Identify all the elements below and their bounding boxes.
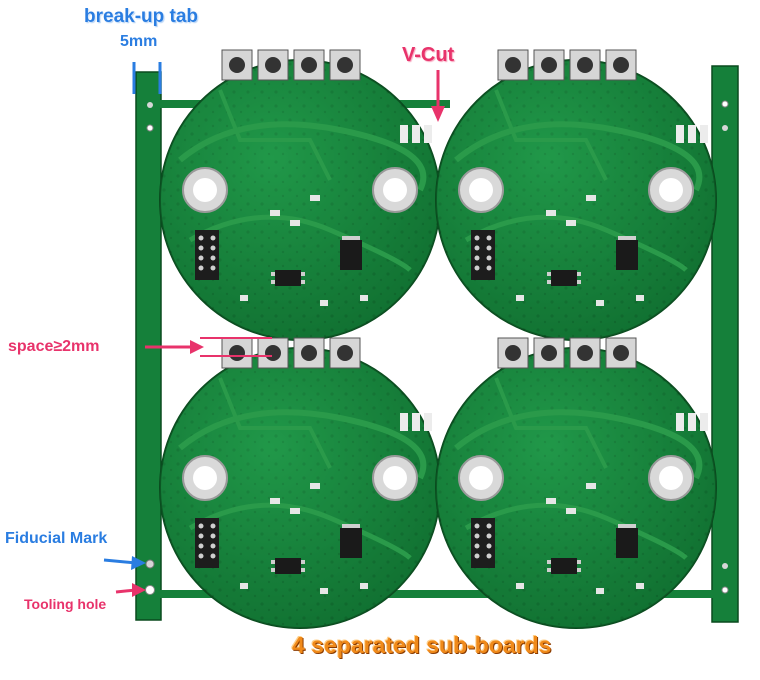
vcut-label: V-Cut [402, 44, 455, 66]
tooling-hole [145, 585, 155, 595]
fiducial-arrow [103, 558, 137, 565]
tooling-hole-label: Tooling hole [24, 596, 107, 612]
breakup-tab-width-label: 5mm [120, 33, 158, 50]
caption-label: 4 separated sub-boards [292, 632, 552, 658]
breakup-tab-label: break-up tab [84, 6, 199, 27]
spacing-label: space≥2mm [8, 338, 100, 355]
fiducial-label: Fiducial Mark [5, 530, 108, 547]
fiducial-mark [145, 559, 155, 569]
right-breakup-rail [711, 65, 739, 623]
